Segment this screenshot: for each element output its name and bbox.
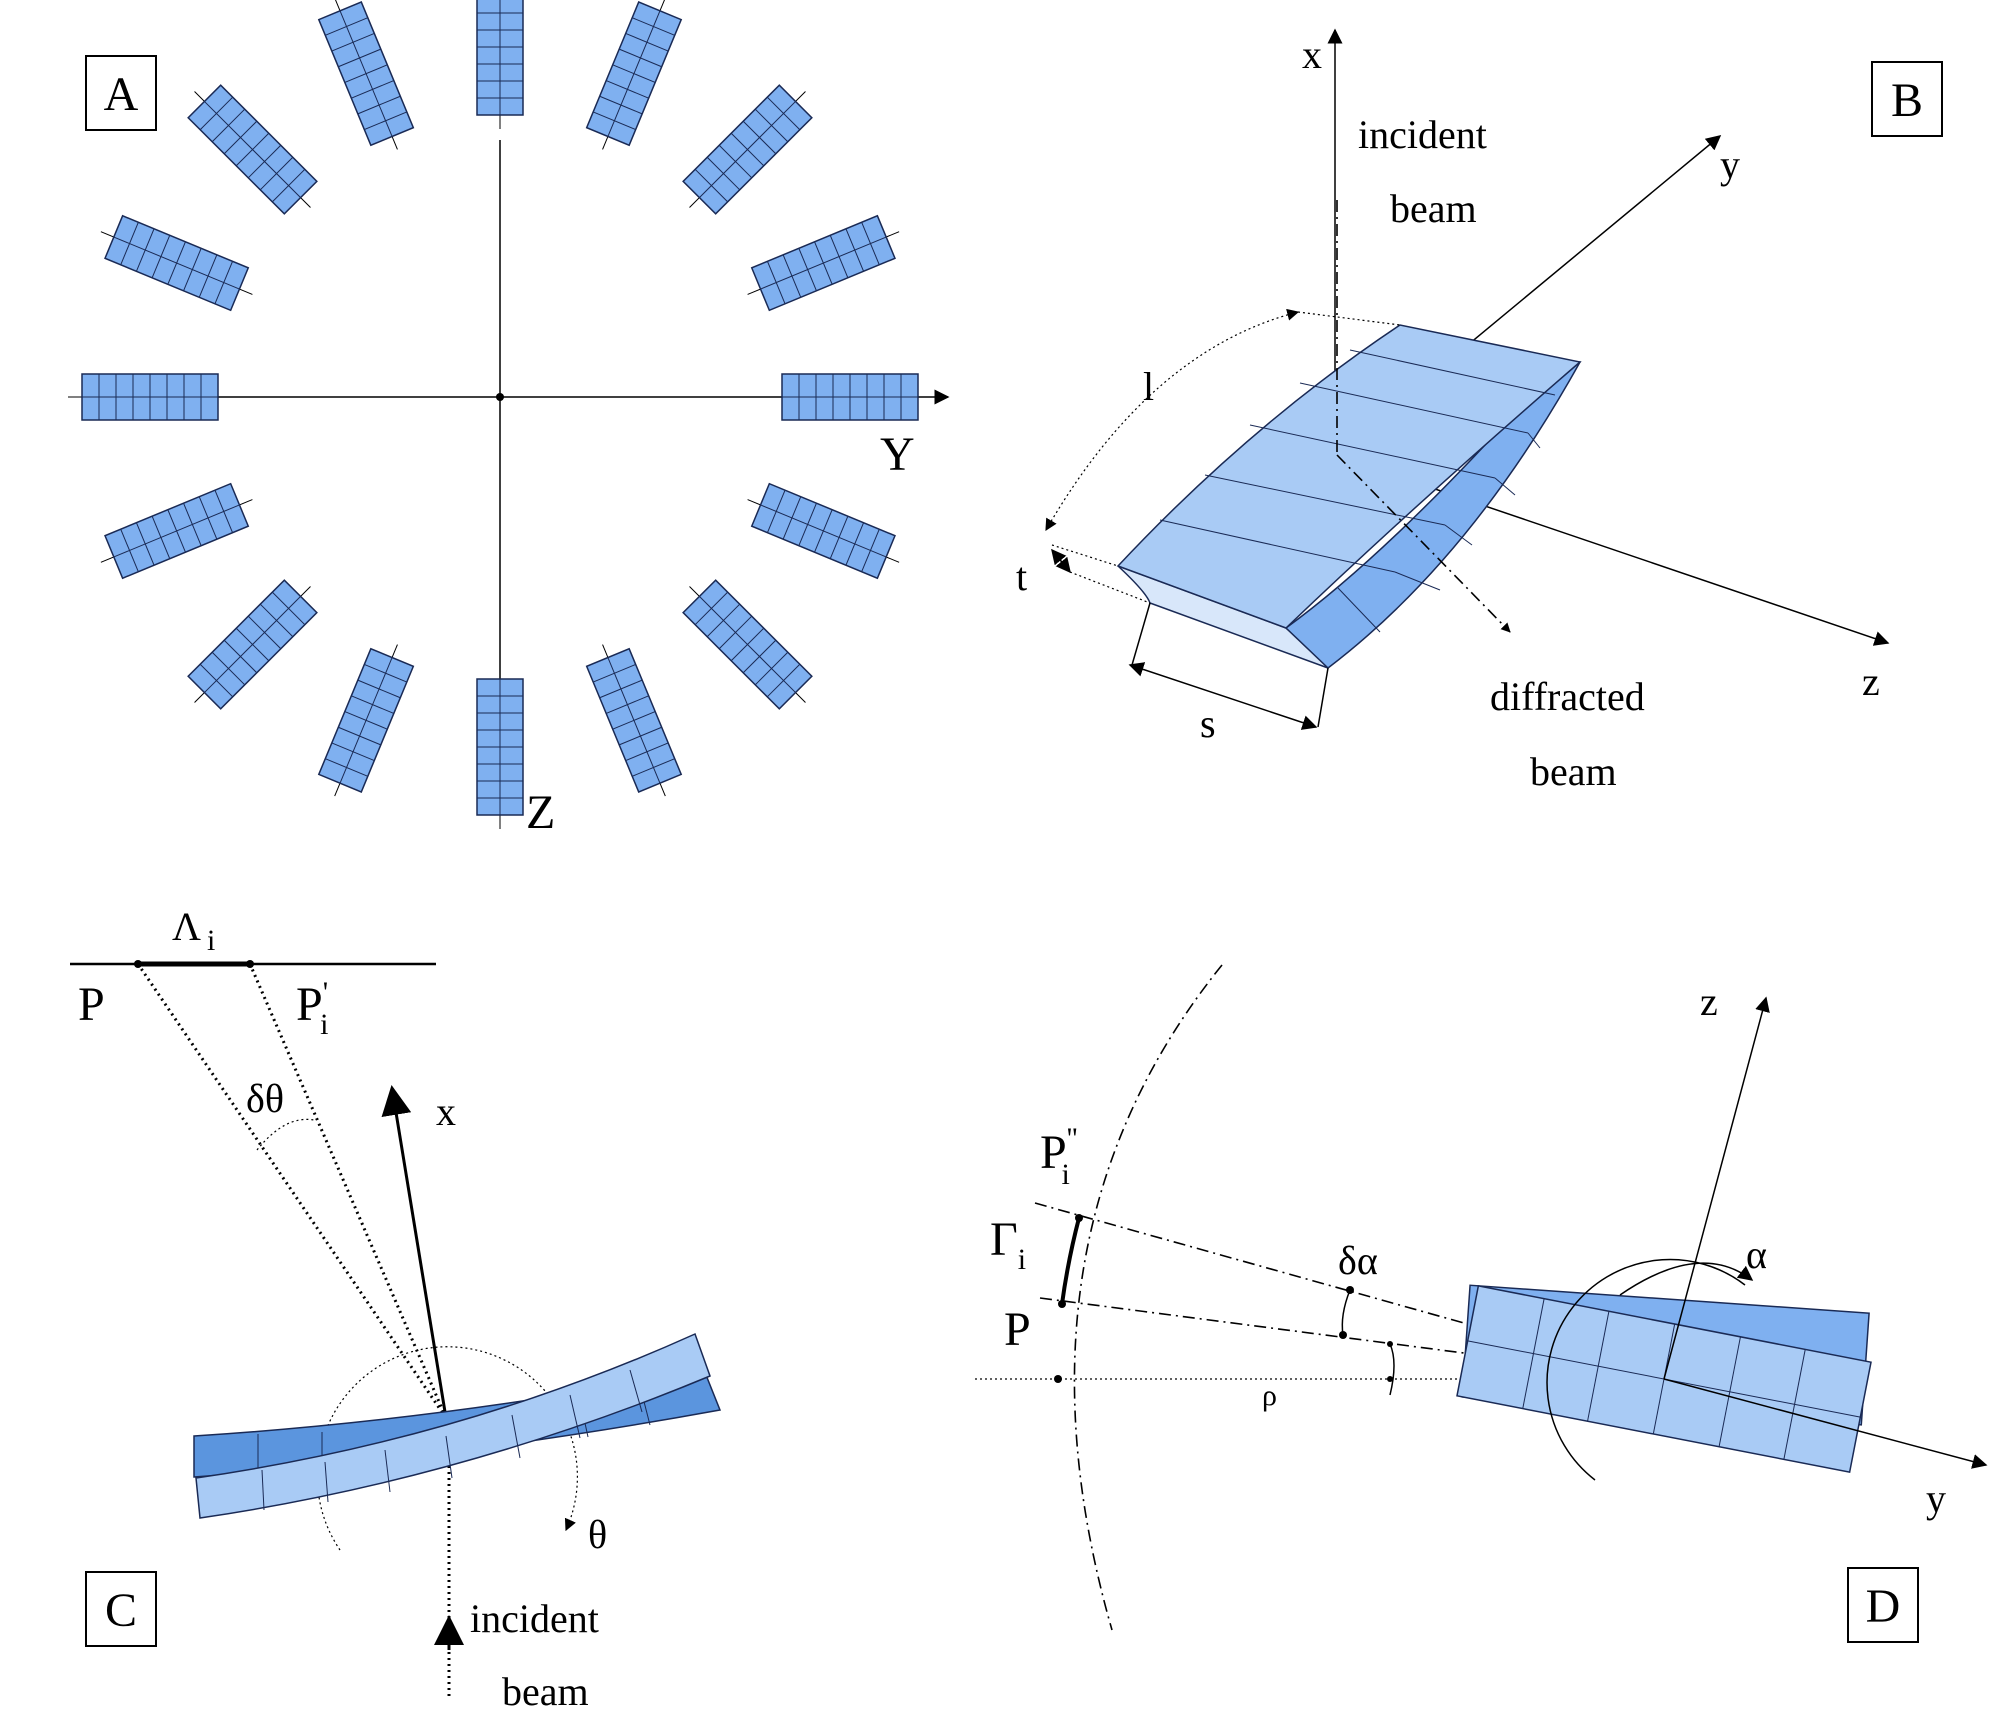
delta-alpha-label: δα [1338, 1238, 1378, 1283]
panel-a-label: A [104, 68, 139, 121]
panel-d-label-box [1847, 1567, 1919, 1643]
panel-b-incident-line1: incident [1358, 112, 1487, 157]
panel-c-x-label: x [436, 1089, 456, 1134]
delta-theta-label: δθ [246, 1076, 284, 1121]
delta-alpha-arc [1341, 1289, 1351, 1336]
panel-b-x-label: x [1302, 32, 1322, 77]
panel-d-y-axis [1663, 1378, 1988, 1469]
dimension-l-label: l [1143, 364, 1154, 409]
panel-b-label: B [1891, 74, 1923, 127]
ray-p [136, 963, 448, 1419]
theta-arc [316, 1346, 578, 1551]
ring-crystal [100, 214, 253, 312]
panel-a-z-axis-label: Z [526, 786, 555, 839]
panel-b-incident-line2: beam [1390, 186, 1477, 231]
dimension-t-label: t [1016, 554, 1027, 599]
ring-crystal [476, 0, 524, 129]
ring-crystal [682, 84, 813, 215]
bent-crystal-front [195, 1332, 711, 1519]
dimension-l-arc [1045, 308, 1300, 532]
panel-d: D ρ δα Γi P P''i [975, 964, 1988, 1643]
gamma-arc [1060, 1217, 1081, 1305]
ring-crystal [100, 482, 253, 580]
delta-theta-arc [256, 1118, 315, 1151]
crystal-ring [68, 0, 932, 829]
ray-pi [248, 963, 448, 1419]
panel-d-point-pi: P''i [1040, 1122, 1078, 1191]
ring-crystal [585, 0, 683, 150]
dimension-t-arrow [1051, 548, 1071, 574]
panel-b-y-label: y [1720, 142, 1740, 187]
panel-d-z-label: z [1700, 979, 1718, 1024]
ring-crystal [317, 644, 415, 797]
panel-c-incident-line1: incident [470, 1596, 599, 1641]
rho-label: ρ [1262, 1379, 1277, 1412]
panel-b: B x y z [1016, 28, 1943, 794]
ring-crystal [768, 373, 932, 421]
ring-crystal [68, 373, 232, 421]
panel-b-diffracted-line1: diffracted [1490, 674, 1645, 719]
panel-d-point-p: P [1004, 1303, 1031, 1356]
gamma-label: Γi [990, 1213, 1026, 1276]
ring-crystal [747, 482, 900, 580]
point-p-label: P [78, 978, 105, 1031]
line-p [1039, 1297, 1665, 1380]
panel-b-diffracted-beam [1336, 454, 1511, 633]
ring-crystal [187, 579, 318, 710]
ring-crystal [187, 84, 318, 215]
panel-b-diffracted-line2: beam [1530, 749, 1617, 794]
panel-c-label-box [85, 1571, 157, 1647]
panel-b-label-box [1871, 61, 1943, 137]
panel-a-origin [496, 393, 504, 401]
focal-arc [1073, 964, 1223, 1631]
dimension-s-arrow [1128, 662, 1318, 730]
panel-d-z-axis [1663, 996, 1770, 1380]
panel-a-y-axis-label: Y [880, 428, 915, 481]
panel-a: A Y Z [68, 0, 950, 839]
ring-crystal [476, 665, 524, 829]
panel-c-label: C [105, 1584, 137, 1637]
panel-a-label-box [85, 55, 157, 131]
panel-c-incident-line2: beam [502, 1669, 589, 1714]
ring-crystal [317, 0, 415, 150]
alpha-label: α [1746, 1232, 1767, 1277]
ring-crystal [682, 579, 813, 710]
bent-crystal [1116, 324, 1582, 669]
dimension-s-label: s [1200, 701, 1216, 746]
ring-crystal [747, 214, 900, 312]
theta-label: θ [588, 1512, 607, 1557]
panel-d-label: D [1866, 1580, 1901, 1633]
panel-b-z-label: z [1862, 659, 1880, 704]
ring-crystal [585, 644, 683, 797]
panel-d-y-label: y [1926, 1476, 1946, 1521]
point-pi-label: P'i [296, 976, 328, 1041]
panel-c-x-axis [381, 1085, 448, 1419]
alpha-arc [1546, 1258, 1746, 1481]
